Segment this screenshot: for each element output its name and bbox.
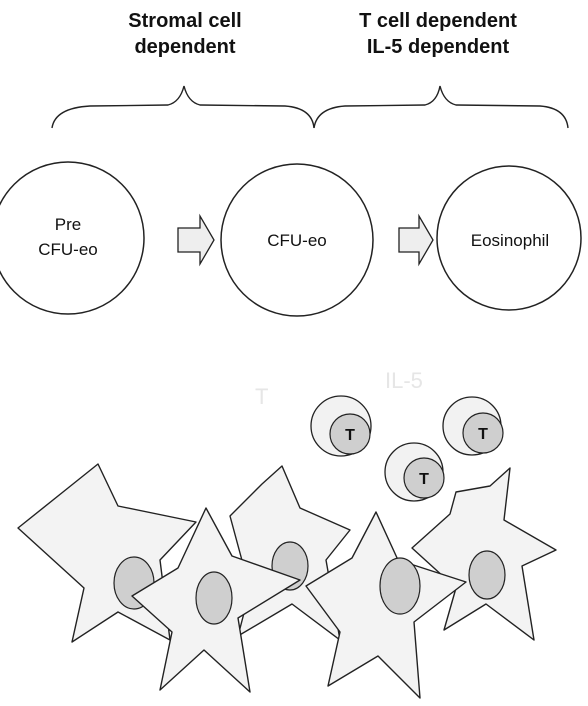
t-cell-1: T [310, 395, 372, 457]
nucleus [379, 557, 421, 615]
stage-pre-cfu-eo: Pre CFU-eo [0, 161, 145, 315]
arrow-2 [398, 213, 434, 267]
t-cell-2: T [442, 396, 504, 456]
stage-eosinophil: Eosinophil [436, 165, 582, 311]
tcell-il5-dependent-heading: T cell dependent IL-5 dependent [318, 8, 558, 60]
eosinophil-label: Eosinophil [471, 231, 549, 250]
t-cell-label: T [419, 471, 429, 488]
pre-cfu-eo-line1: Pre [55, 215, 81, 234]
t-cell-label: T [478, 426, 488, 443]
stromal-cell-2 [131, 507, 301, 693]
pre-cfu-eo-line2: CFU-eo [38, 240, 98, 259]
left-brace [51, 85, 315, 129]
tcell-heading-line1: T cell dependent [359, 10, 517, 32]
t-cell-3: T [384, 442, 445, 502]
nucleus [195, 571, 233, 625]
stromal-heading-line1: Stromal cell [128, 10, 242, 32]
nucleus [468, 550, 506, 600]
right-brace [313, 85, 569, 129]
stromal-cell-4 [305, 511, 467, 699]
t-cell-label: T [345, 427, 355, 444]
faint-t-label: T [255, 384, 268, 409]
stromal-dependent-heading: Stromal cell dependent [70, 8, 300, 60]
arrow-1 [177, 213, 215, 267]
stromal-cell-5 [411, 467, 557, 641]
stromal-heading-line2: dependent [134, 36, 236, 58]
faint-il5-label: IL-5 [385, 368, 423, 393]
stage-cfu-eo: CFU-eo [220, 163, 374, 317]
cfu-eo-label: CFU-eo [267, 231, 327, 250]
tcell-heading-line2: IL-5 dependent [366, 36, 510, 58]
